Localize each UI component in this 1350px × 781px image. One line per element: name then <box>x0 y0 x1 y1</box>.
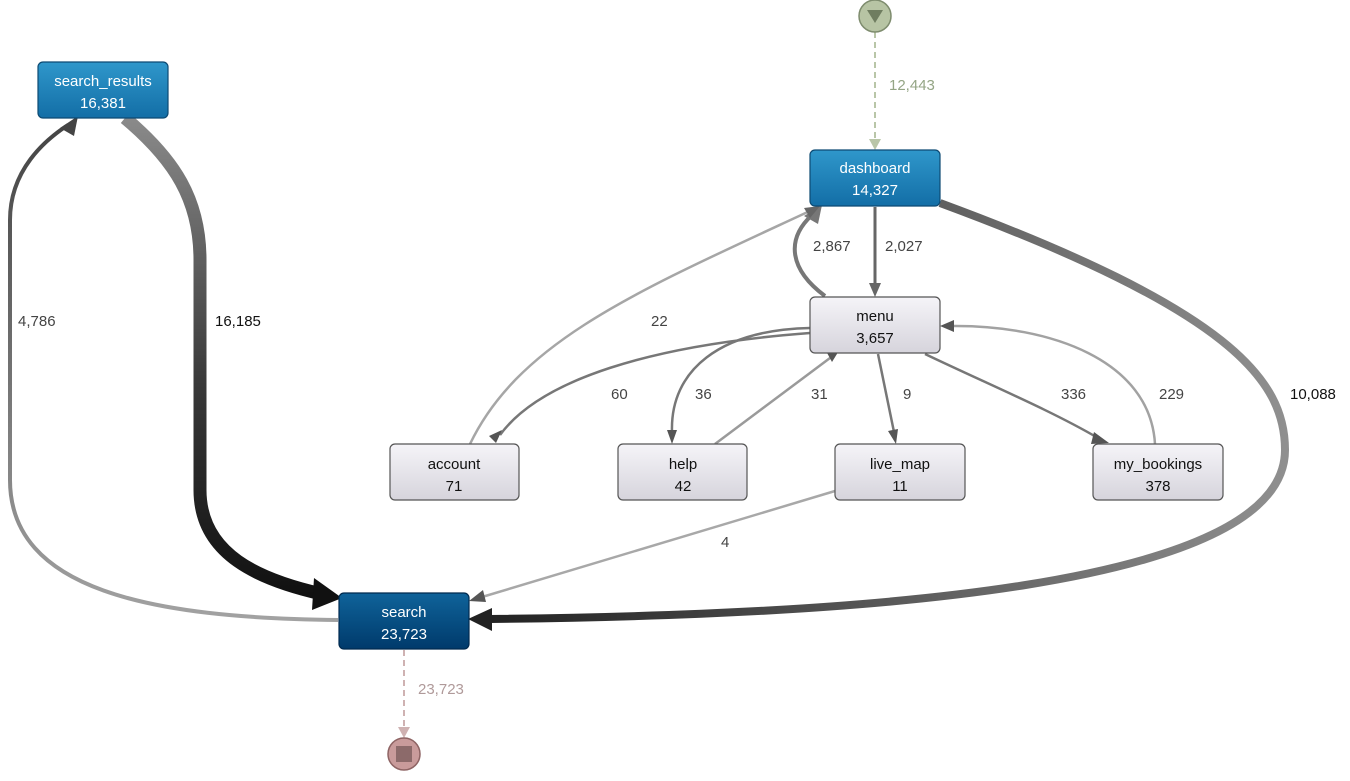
edge-label-menu-to-live-map: 9 <box>903 386 911 403</box>
node-count: 71 <box>446 478 463 495</box>
edge-label-live-map-to-search: 4 <box>721 534 729 551</box>
edge-label-menu-to-my-bookings: 336 <box>1061 386 1086 403</box>
edge-label-start: 12,443 <box>889 77 935 94</box>
node-name: my_bookings <box>1114 456 1202 473</box>
edge-my-bookings-to-menu <box>940 320 1157 445</box>
edge-dashboard-to-menu <box>869 207 881 297</box>
edge-label-my-bookings-to-menu: 229 <box>1159 386 1184 403</box>
down-triangle-icon <box>867 10 883 23</box>
node-name: help <box>669 456 697 473</box>
edge-live-map-to-search <box>469 489 836 602</box>
start-marker[interactable] <box>858 0 892 33</box>
node-my-bookings[interactable]: my_bookings 378 <box>1092 443 1224 501</box>
edge-dashboard-to-search <box>468 199 1290 631</box>
node-name: account <box>428 456 481 473</box>
stop-square-icon <box>396 746 412 762</box>
edge-label-search-to-search-results: 4,786 <box>18 313 56 330</box>
edge-label-menu-to-account: 60 <box>611 386 628 403</box>
node-live-map[interactable]: live_map 11 <box>834 443 966 501</box>
node-menu[interactable]: menu 3,657 <box>809 296 941 354</box>
node-search-results[interactable]: search_results 16,381 <box>37 61 169 119</box>
node-name: menu <box>856 308 894 325</box>
edge-search-to-search-results <box>8 116 339 622</box>
node-count: 378 <box>1145 478 1170 495</box>
edge-label-dashboard-to-menu: 2,027 <box>885 238 923 255</box>
node-count: 3,657 <box>856 330 894 347</box>
node-account[interactable]: account 71 <box>389 443 520 501</box>
node-name: search <box>381 604 426 621</box>
node-count: 23,723 <box>381 626 427 643</box>
edge-label-dashboard-to-search: 10,088 <box>1290 386 1336 403</box>
edge-label-menu-to-help: 36 <box>695 386 712 403</box>
edge-menu-to-dashboard <box>792 205 827 298</box>
edge-label-search-results-to-search: 16,185 <box>215 313 261 330</box>
node-name: dashboard <box>840 160 911 177</box>
edge-menu-to-help <box>667 326 811 444</box>
node-name: search_results <box>54 73 152 90</box>
edge-label-end: 23,723 <box>418 681 464 698</box>
node-count: 16,381 <box>80 95 126 112</box>
edge-menu-to-my-bookings <box>924 352 1109 444</box>
edge-search-results-to-search <box>120 113 342 610</box>
node-search[interactable]: search 23,723 <box>338 592 470 650</box>
edge-label-account-to-dashboard: 22 <box>651 313 668 330</box>
end-marker[interactable] <box>387 737 421 771</box>
node-count: 14,327 <box>852 182 898 199</box>
node-dashboard[interactable]: dashboard 14,327 <box>809 149 941 207</box>
edge-search-to-end <box>398 650 410 738</box>
edge-label-menu-to-dashboard: 2,867 <box>813 238 851 255</box>
node-count: 11 <box>892 478 908 495</box>
edge-start-to-dashboard <box>869 32 881 150</box>
node-help[interactable]: help 42 <box>617 443 748 501</box>
edge-menu-to-live-map <box>876 353 898 444</box>
edge-account-to-dashboard <box>468 206 820 445</box>
node-count: 42 <box>675 478 692 495</box>
edge-label-help-to-menu: 31 <box>811 386 828 403</box>
node-name: live_map <box>870 456 930 473</box>
edge-menu-to-account <box>489 331 811 443</box>
